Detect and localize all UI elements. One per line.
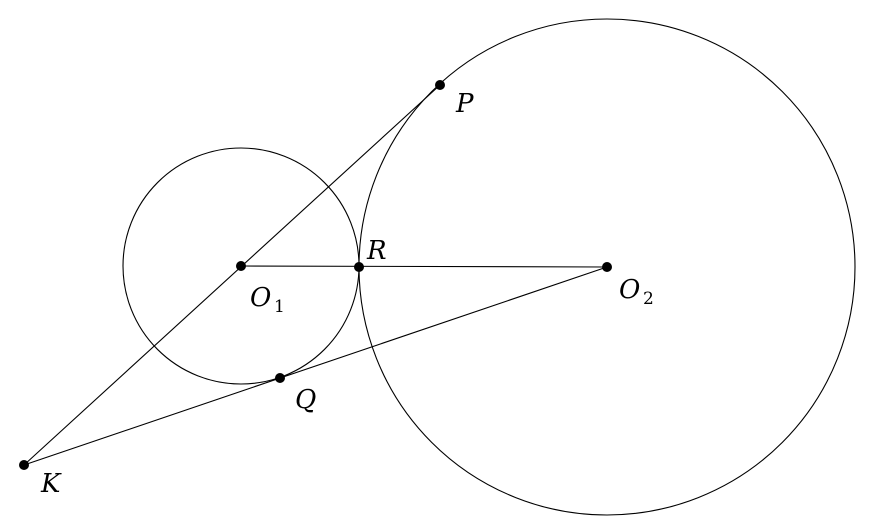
label-o2-subscript: 2 xyxy=(643,289,654,309)
label-k: K xyxy=(40,469,62,499)
point-o2 xyxy=(602,262,612,272)
label-o2: O xyxy=(619,275,640,305)
point-q xyxy=(275,373,285,383)
label-o1: O xyxy=(250,283,271,313)
segment-kp xyxy=(23,84,441,466)
segment-o1o2 xyxy=(240,265,608,268)
segment-ko2 xyxy=(23,266,608,466)
label-p: P xyxy=(455,89,474,119)
point-o1 xyxy=(236,261,246,271)
label-o1-subscript: 1 xyxy=(274,297,285,317)
label-q: Q xyxy=(295,385,316,415)
label-r: R xyxy=(366,236,387,266)
point-r xyxy=(354,262,364,272)
point-k xyxy=(19,460,29,470)
point-p xyxy=(435,80,445,90)
